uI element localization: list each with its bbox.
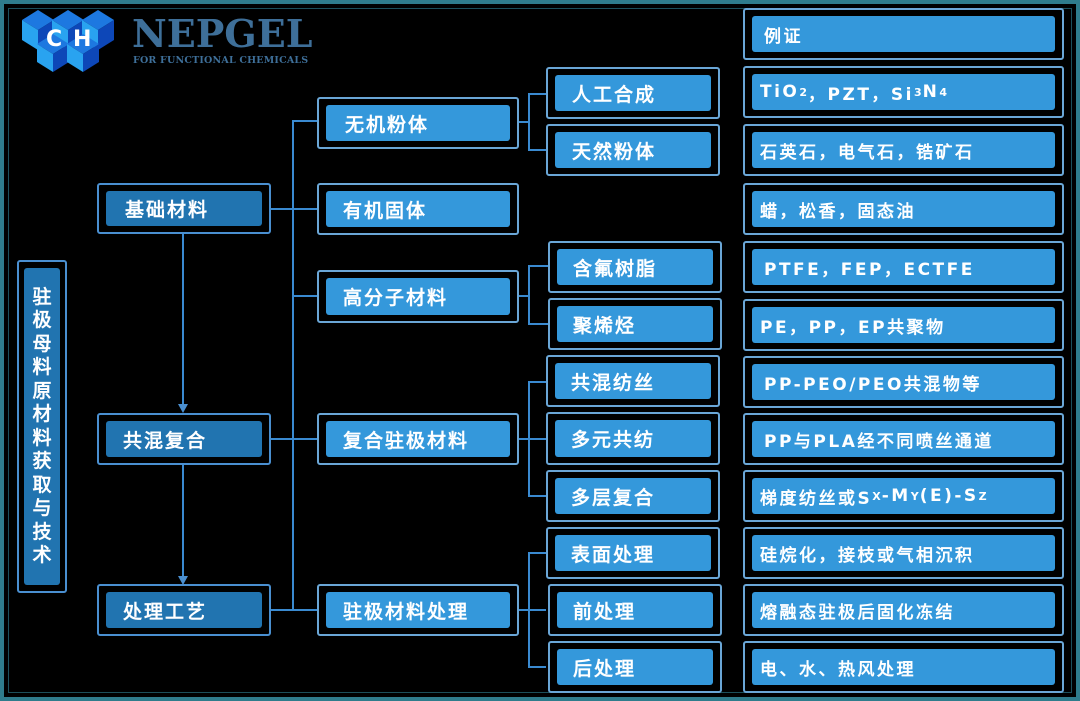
connector: [270, 208, 318, 210]
connector: [528, 265, 548, 267]
category-electret-treatment[interactable]: 驻极材料处理: [317, 584, 519, 636]
root-label: 驻极母 料原材 料获取 与技术: [24, 268, 60, 585]
connector: [518, 438, 546, 440]
connector: [528, 666, 546, 668]
connector: [528, 381, 546, 383]
example-polyolefin[interactable]: PE，PP，EP共聚物: [743, 299, 1064, 351]
example-fluoropolymer[interactable]: PTFE，FEP，ECTFE: [743, 241, 1064, 293]
subcategory-fluoropolymer[interactable]: 含氟树脂: [548, 241, 722, 293]
connector: [518, 121, 528, 123]
subcategory-pre-treatment[interactable]: 前处理: [548, 584, 722, 636]
stage-basic-materials[interactable]: 基础材料: [97, 183, 271, 234]
svg-text:C: C: [46, 27, 62, 52]
connector: [528, 495, 546, 497]
category-polymer[interactable]: 高分子材料: [317, 270, 519, 323]
bracket: [528, 265, 530, 325]
example-surface-treatment[interactable]: 硅烷化，接枝或气相沉积: [743, 527, 1064, 579]
example-organic-solid[interactable]: 蜡，松香，固态油: [743, 183, 1064, 235]
subcategory-surface-treatment[interactable]: 表面处理: [546, 527, 720, 579]
stage-processing[interactable]: 处理工艺: [97, 584, 271, 636]
connector: [292, 120, 318, 122]
category-inorganic-powder[interactable]: 无机粉体: [317, 97, 519, 149]
connector: [518, 295, 528, 297]
connector: [528, 323, 548, 325]
stage-blend-composite[interactable]: 共混复合: [97, 413, 271, 465]
subcategory-natural-powder[interactable]: 天然粉体: [546, 124, 720, 176]
example-blend-spinning[interactable]: PP-PEO/PEO共混物等: [743, 356, 1064, 408]
root-node[interactable]: 驻极母 料原材 料获取 与技术: [17, 260, 67, 593]
company-logo: C H NEPGEL FOR FUNCTIONAL CHEMICALS: [18, 6, 318, 76]
connector: [528, 149, 546, 151]
connector: [270, 438, 318, 440]
connector: [518, 609, 546, 611]
category-organic-solid[interactable]: 有机固体: [317, 183, 519, 235]
subcategory-blend-spinning[interactable]: 共混纺丝: [546, 355, 720, 407]
subcategory-multilayer[interactable]: 多层复合: [546, 470, 720, 522]
category-composite-electret[interactable]: 复合驻极材料: [317, 413, 519, 465]
subcategory-synthetic[interactable]: 人工合成: [546, 67, 720, 119]
examples-header: 例证: [743, 8, 1064, 60]
cube-logo-icon: C H: [22, 10, 114, 72]
svg-text:H: H: [73, 27, 91, 52]
subcategory-polyolefin[interactable]: 聚烯烃: [548, 298, 722, 350]
connector: [292, 295, 318, 297]
example-natural-powder[interactable]: 石英石，电气石，锆矿石: [743, 124, 1064, 176]
connector: [270, 609, 318, 611]
brand-name: NEPGEL: [132, 11, 313, 56]
arrow-down-icon: [178, 404, 188, 413]
example-pre-treatment[interactable]: 熔融态驻极后固化冻结: [743, 584, 1064, 636]
arrow-down-icon: [178, 576, 188, 585]
example-post-treatment[interactable]: 电、水、热风处理: [743, 641, 1064, 693]
subcategory-post-treatment[interactable]: 后处理: [548, 641, 722, 693]
bus-line: [292, 120, 294, 611]
example-multi-component[interactable]: PP与PLA经不同喷丝通道: [743, 413, 1064, 465]
brand-tagline: FOR FUNCTIONAL CHEMICALS: [133, 55, 309, 66]
flow-line-1: [182, 234, 184, 406]
connector: [528, 93, 546, 95]
connector: [528, 552, 546, 554]
flow-line-2: [182, 464, 184, 576]
bracket: [528, 93, 530, 151]
subcategory-multi-component[interactable]: 多元共纺: [546, 412, 720, 465]
